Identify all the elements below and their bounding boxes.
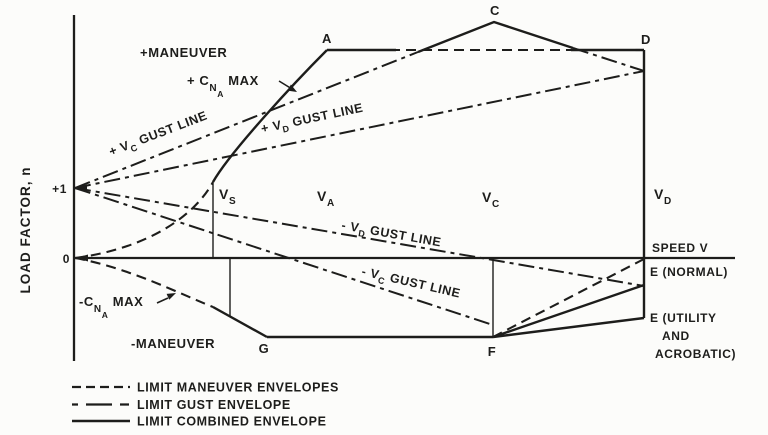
region-vs-label: VS bbox=[219, 186, 236, 207]
vd-gust-line-positive-label: + VD GUST LINE bbox=[260, 101, 365, 139]
gust-envelope-lines bbox=[74, 47, 645, 326]
floor-left-diagonal-solid bbox=[212, 305, 268, 339]
gust-peak-solid bbox=[417, 20, 574, 54]
floor-utility-solid bbox=[492, 316, 645, 339]
vc-gust-line-positive bbox=[74, 51, 419, 189]
speed-dividers bbox=[212, 183, 494, 337]
legend-label-combined: LIMIT COMBINED ENVELOPE bbox=[137, 415, 327, 429]
vd-gust-line-negative bbox=[74, 187, 645, 287]
vc-gust-line-negative bbox=[74, 187, 494, 326]
tick-label-zero: 0 bbox=[63, 252, 70, 266]
e-utility-label-line3: ACROBATIC) bbox=[655, 347, 736, 361]
legend: LIMIT MANEUVER ENVELOPES LIMIT GUST ENVE… bbox=[72, 381, 339, 429]
gust-envelope-descent bbox=[572, 47, 645, 72]
maneuver-floor-normal-dashed bbox=[492, 258, 645, 338]
point-f-label: F bbox=[488, 344, 497, 359]
stall-curve-solid bbox=[211, 49, 328, 183]
floor-gust-corner-solid bbox=[492, 283, 645, 339]
plus-cna-arrowhead bbox=[287, 84, 297, 92]
vc-gust-line-positive-label: + VC GUST LINE bbox=[107, 108, 210, 161]
region-vc-label: VC bbox=[482, 189, 500, 210]
point-g-label: G bbox=[259, 341, 270, 356]
minus-cna-max-label: -CNA MAX bbox=[79, 294, 143, 320]
plus-maneuver-label: +MANEUVER bbox=[140, 45, 227, 60]
region-vd-label: VD bbox=[654, 186, 672, 207]
e-normal-label: E (NORMAL) bbox=[650, 265, 728, 279]
point-c-label: C bbox=[490, 3, 500, 18]
y-axis-title: LOAD FACTOR, n bbox=[18, 167, 33, 294]
annotation-arrows bbox=[156, 80, 297, 304]
x-axis-title: SPEED V bbox=[652, 241, 708, 255]
axes bbox=[72, 15, 735, 361]
combined-envelope-lines bbox=[211, 20, 646, 339]
minus-cna-arrowhead bbox=[166, 293, 176, 300]
positive-stall-curve-dashed bbox=[74, 181, 214, 260]
e-utility-label-line1: E (UTILITY bbox=[650, 311, 717, 325]
vd-gust-line-positive bbox=[74, 70, 645, 189]
negative-stall-curve-dashed bbox=[74, 256, 214, 308]
tick-label-plus-one: +1 bbox=[52, 182, 67, 196]
minus-maneuver-label: -MANEUVER bbox=[131, 336, 215, 351]
legend-label-maneuver: LIMIT MANEUVER ENVELOPES bbox=[137, 381, 339, 395]
plus-cna-max-label: + CNA MAX bbox=[187, 73, 259, 99]
point-a-label: A bbox=[322, 31, 332, 46]
legend-label-gust: LIMIT GUST ENVELOPE bbox=[137, 398, 291, 412]
minus-cna-arrow-line bbox=[156, 297, 169, 304]
maneuver-envelope-lines bbox=[74, 48, 645, 338]
region-va-label: VA bbox=[317, 188, 335, 209]
e-utility-label-line2: AND bbox=[662, 329, 690, 343]
point-d-label: D bbox=[641, 32, 651, 47]
